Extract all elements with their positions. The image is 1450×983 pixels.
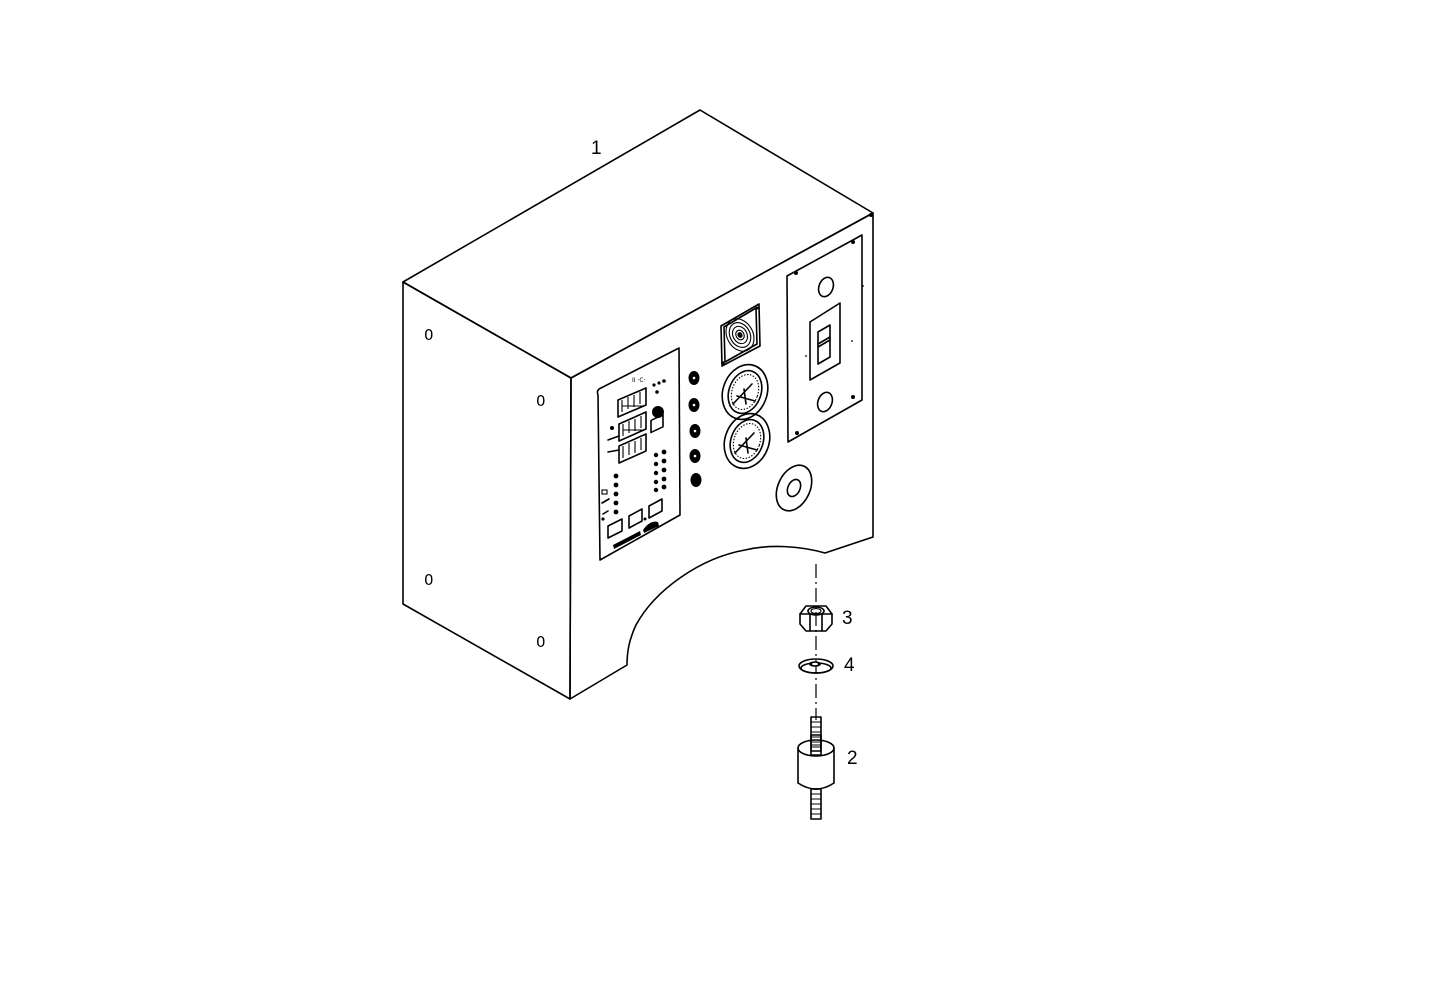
callout-1: 1 [591, 138, 602, 159]
rocker-switch [809, 302, 841, 381]
cable-grommet [775, 464, 813, 512]
digital-display-2 [607, 411, 647, 442]
indicator-leds-left [601, 473, 619, 521]
brand-logo [613, 521, 659, 549]
box-side-face [402, 281, 572, 700]
box-top-face [402, 109, 874, 379]
side-hole-marker: 0 [424, 326, 434, 344]
round-switches [688, 371, 702, 487]
anti-vibration-mount [797, 716, 835, 820]
corner-rivet [869, 213, 873, 217]
exploded-hardware [797, 564, 835, 820]
side-hole-marker: 0 [536, 633, 546, 651]
gauge-lower [723, 412, 771, 470]
control-module-panel: II ·C· [596, 347, 681, 561]
digital-display-3 [607, 433, 647, 464]
side-hole-marker: 0 [424, 571, 434, 589]
gauge-upper [721, 363, 769, 421]
side-hole-marker: 0 [536, 392, 546, 410]
indicator-lamp-top [817, 276, 835, 298]
callout-4: 4 [844, 655, 855, 676]
fan-grille [720, 303, 761, 367]
callout-2: 2 [847, 748, 858, 769]
indicator-lamp-bottom [816, 391, 834, 413]
rocker-switch-plate [786, 234, 864, 443]
small-button [650, 413, 664, 434]
digital-display-1 [617, 387, 647, 418]
box-front-face [569, 212, 874, 700]
callout-3: 3 [842, 608, 853, 629]
svg-text:II ·C·: II ·C· [632, 377, 646, 384]
hex-nut [799, 605, 833, 632]
control-box [402, 109, 874, 700]
panel-buttons [607, 498, 663, 539]
indicator-leds-right [653, 449, 667, 493]
washer [798, 658, 834, 674]
